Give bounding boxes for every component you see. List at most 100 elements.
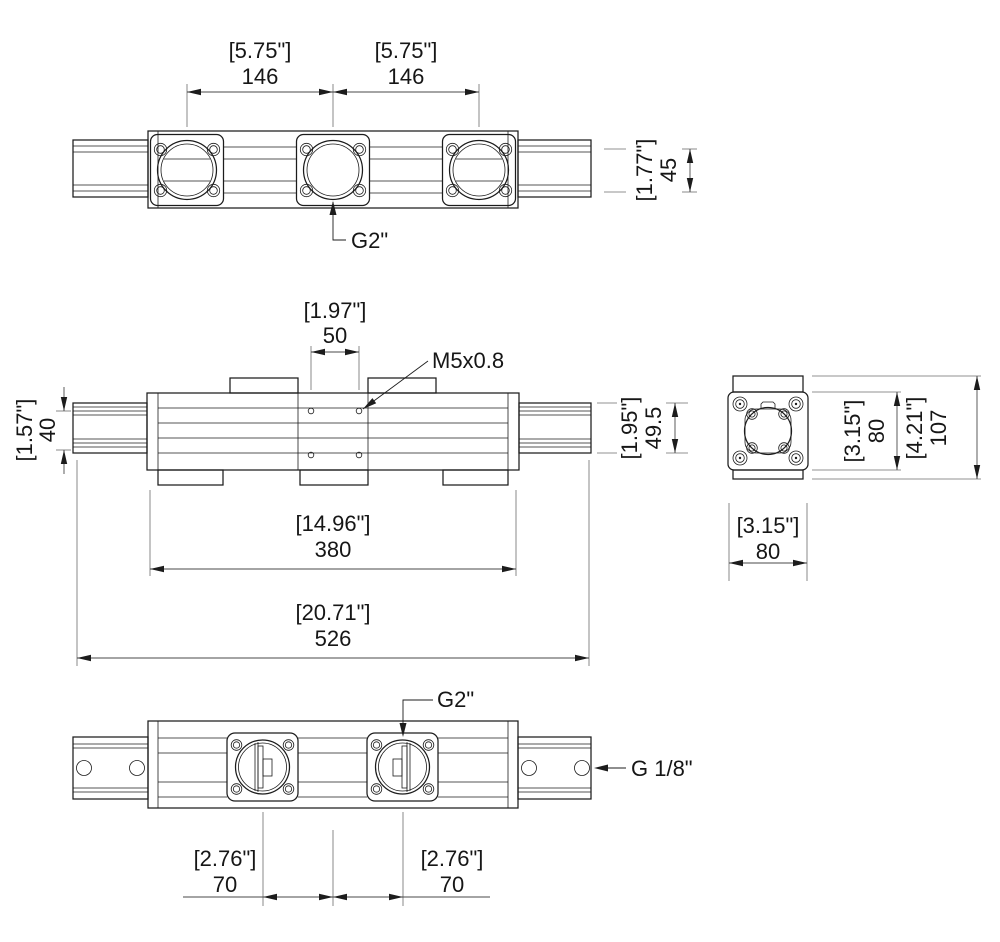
port-flange-left	[149, 133, 225, 207]
flange-screw	[153, 183, 168, 198]
dim-text: 40	[35, 418, 60, 442]
flange-screw	[230, 739, 243, 751]
dim-text: [1.95"]	[617, 397, 642, 460]
dim-text: 80	[864, 419, 889, 443]
front-view: [1.97"] 50 M5x0.8 [1.57"] 40 [1.95"] 49.…	[12, 298, 688, 666]
manifold-body-front	[146, 377, 520, 486]
dimension-port-spacing: [5.75"] 146 [5.75"] 146	[186, 38, 480, 127]
dim-text: 49.5	[641, 407, 666, 450]
manifold-body-top	[147, 130, 519, 209]
callout-text: G 1/8"	[631, 756, 693, 781]
dim-text: [1.97"]	[304, 298, 367, 323]
dim-text: [5.75"]	[229, 38, 292, 63]
flange-screw	[282, 739, 295, 751]
dim-text: 526	[315, 626, 352, 651]
dim-text: [14.96"]	[295, 511, 370, 536]
rail-cross-section-bottom	[732, 469, 804, 480]
dimension-rail-section: [1.57"] 40	[12, 387, 71, 474]
dim-text: 146	[388, 64, 425, 89]
flange-screw	[370, 783, 383, 795]
rail-hole	[129, 760, 145, 776]
callout-g18: G 1/8"	[594, 756, 693, 781]
mounting-rail-left	[72, 402, 148, 454]
dim-text: [20.71"]	[295, 600, 370, 625]
dimension-hole-spacing: [1.97"] 50	[304, 298, 367, 390]
callout-m5-thread: M5x0.8	[362, 348, 504, 410]
dim-text: 70	[440, 872, 464, 897]
port-screw	[746, 442, 758, 454]
flange-screw	[422, 739, 435, 751]
port-screw	[778, 408, 790, 420]
dimension-overall-height: [4.21"] 107	[812, 375, 981, 480]
valve-port-right	[366, 732, 439, 802]
flange-screw	[299, 142, 314, 157]
flange-screw	[352, 183, 367, 198]
flange-screw	[498, 183, 513, 198]
flange-screw	[445, 183, 460, 198]
corner-screw	[732, 450, 748, 466]
body-end-face	[727, 391, 809, 471]
port-flange-center	[295, 133, 371, 207]
flange-screw	[299, 183, 314, 198]
dimension-body-width: [3.15"] 80	[728, 503, 808, 581]
dim-text: [4.21"]	[902, 397, 927, 460]
flange-screw	[498, 142, 513, 157]
callout-text: M5x0.8	[432, 348, 504, 373]
dim-text: 80	[756, 539, 780, 564]
rail-hole	[521, 760, 537, 776]
dim-text: [1.77"]	[632, 139, 657, 202]
dimension-profile-height: [1.95"] 49.5	[597, 397, 688, 460]
dimension-body-length: [14.96"] 380	[149, 490, 517, 576]
end-view: [3.15"] 80 [4.21"] 107 [3.15"] 80	[727, 375, 981, 581]
dim-text: [3.15"]	[840, 400, 865, 463]
rail-hole	[76, 760, 92, 776]
port-flange-right	[441, 133, 517, 207]
callout-text: G2"	[437, 687, 474, 712]
dim-text: 50	[323, 323, 347, 348]
rail-cross-section-top	[732, 375, 804, 393]
callout-g2-top: G2"	[329, 201, 388, 253]
port-screw	[778, 442, 790, 454]
manifold-body-bottom	[147, 720, 519, 809]
corner-screw	[732, 396, 748, 412]
dim-text: [2.76"]	[421, 846, 484, 871]
port-screw	[746, 408, 758, 420]
flange-screw	[422, 783, 435, 795]
mounting-rail-right	[517, 139, 592, 198]
mounting-rail-left	[72, 139, 149, 198]
flange-screw	[206, 142, 221, 157]
flange-screw	[370, 739, 383, 751]
dim-text: [5.75"]	[375, 38, 438, 63]
center-port	[743, 401, 793, 456]
bottom-view: G2" G 1/8" [2.76"] 70 [2.76"] 70	[72, 687, 693, 906]
dimension-port-offsets: [2.76"] 70 [2.76"] 70	[183, 812, 490, 906]
flange-screw	[445, 142, 460, 157]
dim-text: 107	[926, 410, 951, 447]
mounting-rail-right	[517, 736, 592, 800]
corner-screw	[788, 396, 804, 412]
valve-port-left	[226, 732, 299, 802]
callout-text: G2"	[351, 228, 388, 253]
flange-screw	[352, 142, 367, 157]
mounting-rail-right	[518, 402, 592, 454]
callout-g2-bottom: G2"	[399, 687, 474, 737]
dimension-rail-height: [1.77"] 45	[604, 139, 697, 202]
top-view: [5.75"] 146 [5.75"] 146 [1.77"] 45 G2"	[72, 38, 697, 253]
m5-holes	[307, 407, 363, 459]
dimension-overall-length: [20.71"] 526	[76, 460, 590, 666]
flange-screw	[230, 783, 243, 795]
dim-text: [3.15"]	[737, 513, 800, 538]
flange-screw	[282, 783, 295, 795]
dim-text: 380	[315, 537, 352, 562]
dim-text: 146	[242, 64, 279, 89]
dim-text: 45	[656, 158, 681, 182]
corner-screw	[788, 450, 804, 466]
dim-text: 70	[213, 872, 237, 897]
flange-screw	[153, 142, 168, 157]
flange-screw	[206, 183, 221, 198]
dim-text: [2.76"]	[194, 846, 257, 871]
dimension-body-height: [3.15"] 80	[812, 391, 901, 471]
mounting-rail-left	[72, 736, 149, 800]
